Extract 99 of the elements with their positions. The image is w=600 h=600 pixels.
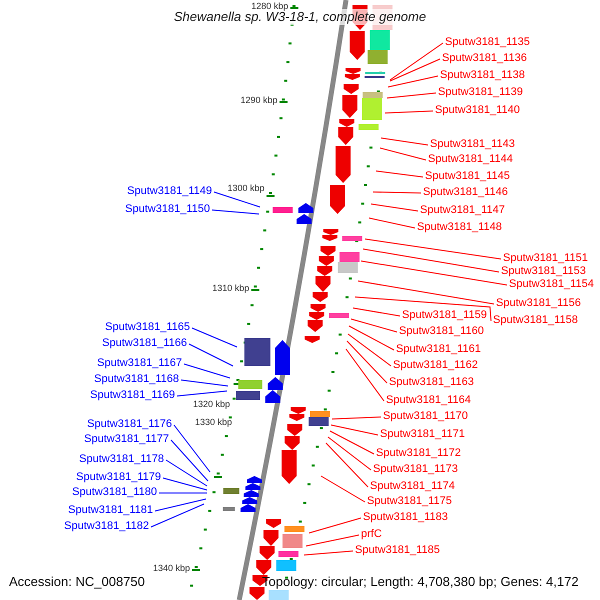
gene-label: Sputw3181_1181 [68,504,153,517]
gene-label: Sputw3181_1146 [423,186,508,199]
leader-line [176,390,228,396]
gene-label: Sputw3181_1159 [402,309,487,322]
leader-line [390,42,444,80]
gene-label: Sputw3181_1160 [399,325,484,338]
scale-label: 1320 kbp [192,399,230,409]
leader-line [346,348,384,402]
gene-label: Sputw3181_1169 [90,389,175,402]
gene-label: Sputw3181_1168 [94,373,179,386]
leader-line [384,110,434,114]
leader-line [368,218,416,228]
leader-line [388,76,438,88]
leader-line [350,318,398,332]
leader-line [170,440,208,482]
leader-line [352,308,400,316]
gene-label: Sputw3181_1138 [440,69,525,82]
gene-label: Sputw3181_1145 [425,170,510,183]
leader-line [332,416,382,420]
leader-line [192,328,238,348]
leader-line [330,424,378,436]
scale-label: 1290 kbp [240,95,278,105]
gene-label: Sputw3181_1135 [445,36,530,49]
gene-label: Sputw3181_1179 [76,471,161,484]
leader-line [372,192,422,194]
leader-line [370,204,418,212]
gene-label: Sputw3181_1173 [373,463,458,476]
scale-label: 1340 kbp [152,563,190,573]
leader-line [328,436,372,470]
gene-label: prfC [361,528,382,541]
gene-label: Sputw3181_1143 [430,138,515,151]
leader-line [214,192,260,208]
gene-label: Sputw3181_1149 [127,185,212,198]
gene-label: Sputw3181_1176 [87,418,172,431]
leader-line [212,210,260,214]
gene-label: Sputw3181_1170 [383,410,468,423]
leader-line [354,296,492,322]
gene-label: Sputw3181_1183 [363,511,448,524]
leader-line [380,148,426,160]
gene-label: Sputw3181_1140 [435,104,520,117]
leader-line [362,248,500,272]
gene-label: Sputw3181_1148 [417,221,502,234]
scale-label: 1330 kbp [194,417,232,427]
leader-line [154,498,206,512]
leader-line [304,550,354,556]
leader-line [346,340,388,384]
leader-line [150,504,204,528]
leader-line [330,430,374,454]
leader-line [188,344,234,366]
gene-label: Sputw3181_1158 [493,314,578,327]
gene-label: Sputw3181_1180 [72,486,157,499]
gene-label: Sputw3181_1177 [84,433,169,446]
leader-line [380,138,428,146]
leader-line [386,92,436,98]
leader-line [348,326,394,350]
leader-line [364,238,502,260]
footer-text: Topology: circular; Length: 4,708,380 bp; Genes: 4,172 [262,574,579,590]
gene-label: Sputw3181_1174 [370,480,455,493]
gene-label: Sputw3181_1185 [355,544,440,557]
leader-line [184,364,230,378]
leader-line [306,534,360,546]
gene-label: Sputw3181_1144 [428,153,513,166]
scale-label: 1300 kbp [226,183,265,193]
leader-line [180,380,228,386]
leader-line [162,478,208,490]
gene-label: Sputw3181_1182 [64,520,149,533]
gene-label: Sputw3181_1178 [79,453,164,466]
gene-label: Sputw3181_1156 [496,297,581,310]
leader-line [308,518,362,534]
leader-line [390,58,440,82]
gene-label: Sputw3181_1163 [389,376,474,389]
gene-label: Sputw3181_1151 [503,252,588,265]
gene-label: Sputw3181_1147 [420,204,505,217]
gene-label: Sputw3181_1171 [380,428,465,441]
scale-label: 1310 kbp [211,283,250,293]
gene-label: Sputw3181_1172 [376,447,461,460]
gene-label: Sputw3181_1164 [386,394,471,407]
leader-line [166,460,208,486]
gene-label: Sputw3181_1167 [97,357,182,370]
leader-line [358,280,494,304]
leader-line [326,442,368,488]
gene-label: Sputw3181_1153 [501,265,586,278]
leader-line [376,170,424,178]
gene-label: Sputw3181_1136 [442,52,527,65]
gene-label: Sputw3181_1165 [105,321,190,334]
gene-label: Sputw3181_1139 [438,86,523,99]
gene-label: Sputw3181_1154 [509,278,594,291]
gene-label: Sputw3181_1175 [367,495,452,508]
gene-label: Sputw3181_1166 [102,337,187,350]
leader-line [320,476,366,502]
gene-label: Sputw3181_1162 [393,359,478,372]
leader-line [158,492,208,494]
leader-line [174,424,210,472]
leader-line [348,334,392,366]
scale-label: 1280 kbp [250,1,288,11]
gene-label: Sputw3181_1150 [125,203,210,216]
leader-line [360,260,508,286]
gene-label: Sputw3181_1161 [396,343,481,356]
footer-text: Accession: NC_008750 [9,574,145,590]
